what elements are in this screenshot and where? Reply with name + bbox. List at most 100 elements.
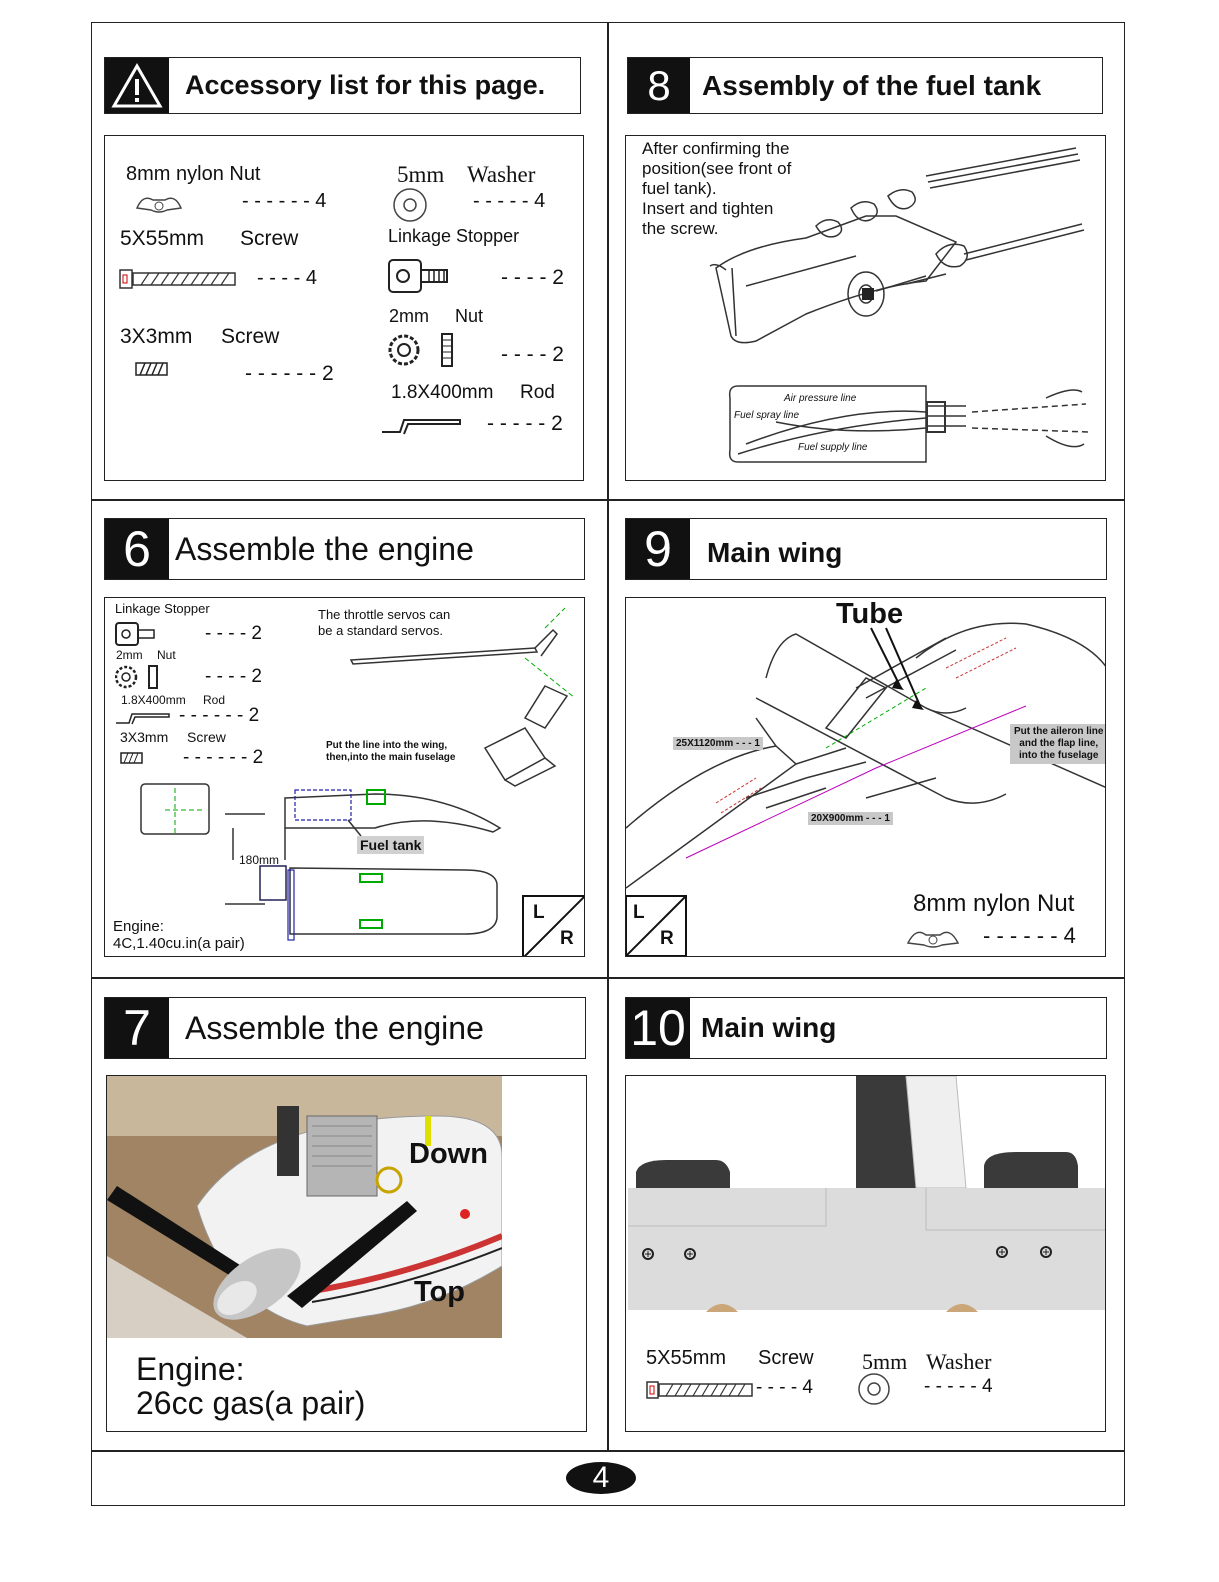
washer-size: 5mm	[397, 162, 445, 187]
tube2-label: 20X900mm - - - 1	[808, 812, 893, 825]
step9-title: Main wing	[707, 537, 843, 568]
screw-long-name: Screw	[240, 227, 299, 250]
step9-number: 9	[626, 519, 690, 579]
step10-screw-name: Screw	[758, 1347, 814, 1369]
washer-icon	[393, 188, 427, 222]
step10-number: 10	[626, 998, 690, 1058]
air-pressure-label: Air pressure line	[784, 393, 857, 404]
row-divider-2	[91, 977, 1125, 979]
step6-rod-icon	[116, 713, 170, 725]
step10-washer-icon	[858, 1373, 890, 1405]
step6-panel: Linkage Stopper - - - - 2 2mm Nut - - - …	[104, 597, 585, 957]
step6-screw-size: 3X3mm	[120, 729, 169, 745]
step6-engine: Engine: 4C,1.40cu.in(a pair)	[113, 918, 245, 952]
step6-rod-size: 1.8X400mm	[121, 693, 186, 707]
distance-label: 180mm	[239, 853, 280, 867]
step8-instructions: After confirming the position(see front …	[642, 139, 792, 238]
step6-nut-size: 2mm	[116, 648, 143, 662]
step6-rod-qty: - - - - - - 2	[179, 705, 260, 726]
step8-number: 8	[628, 58, 690, 113]
step8-panel: After confirming the position(see front …	[625, 135, 1106, 481]
rod-qty: - - - - - 2	[487, 412, 563, 435]
aileron-note: Put the aileron line and the flap line, …	[1010, 724, 1105, 764]
step7-header: 7 Assemble the engine	[104, 997, 586, 1059]
step7-title: Assemble the engine	[185, 1009, 484, 1046]
step7-number: 7	[105, 998, 169, 1058]
column-divider	[607, 22, 609, 1450]
step7-panel: Down Top Engine: 26cc gas(a pair)	[106, 1075, 587, 1432]
engine-diagram	[140, 607, 584, 956]
nut-icon	[388, 333, 453, 367]
step7-engine: Engine: 26cc gas(a pair)	[136, 1351, 366, 1421]
fuel-tank-label: Fuel tank	[357, 836, 425, 854]
washer-name: Washer	[467, 162, 536, 187]
long-screw-icon	[119, 269, 236, 289]
top-label: Top	[414, 1276, 465, 1308]
screw-long-qty: - - - - 4	[257, 267, 317, 289]
wing-mount-photo	[626, 1076, 1105, 1312]
step10-screw-icon	[646, 1381, 753, 1399]
step6-header: 6 Assemble the engine	[104, 518, 585, 580]
stopper-label: Linkage Stopper	[388, 226, 520, 246]
screw-short-qty: - - - - - - 2	[245, 362, 334, 385]
down-label: Down	[409, 1138, 488, 1170]
main-wing-diagram	[626, 622, 1105, 956]
screw-long-size: 5X55mm	[120, 227, 205, 250]
page-number: 4	[566, 1461, 636, 1494]
step9-header: 9 Main wing	[625, 518, 1107, 580]
step6-left-marker: L	[533, 902, 545, 923]
accessory-header: Accessory list for this page.	[104, 57, 581, 114]
step8-title: Assembly of the fuel tank	[702, 69, 1042, 101]
step6-screw-icon	[120, 752, 143, 764]
nylon-nut-label: 8mm nylon Nut	[126, 163, 261, 185]
step6-screw-qty: - - - - - - 2	[183, 747, 264, 768]
step10-header: 10 Main wing	[625, 997, 1107, 1059]
short-screw-icon	[135, 362, 168, 376]
step8-header: 8 Assembly of the fuel tank	[627, 57, 1103, 114]
fuel-tank-diagram	[709, 147, 1089, 463]
tube1-label: 25X1120mm - - - 1	[673, 737, 763, 750]
row-divider-3	[91, 1450, 1125, 1452]
nut-2mm-name: Nut	[455, 306, 484, 326]
screw-short-name: Screw	[221, 325, 280, 348]
step10-screw-size: 5X55mm	[646, 1347, 727, 1369]
rod-name: Rod	[520, 382, 555, 403]
rod-icon	[382, 419, 461, 435]
nut-2mm-qty: - - - - 2	[501, 343, 564, 366]
fuel-supply-label: Fuel supply line	[798, 442, 868, 453]
step6-screw-name: Screw	[187, 729, 226, 745]
nylon-nut-qty: - - - - - - 4	[242, 190, 327, 212]
step10-washer-size: 5mm	[862, 1349, 908, 1374]
step10-washer-name: Washer	[926, 1349, 992, 1374]
line-note: Put the line into the wing, then,into th…	[326, 740, 456, 763]
step10-title: Main wing	[701, 1012, 837, 1043]
accessory-title: Accessory list for this page.	[185, 70, 546, 100]
engine-photo	[107, 1076, 502, 1338]
screw-short-size: 3X3mm	[120, 325, 193, 348]
step6-stopper-icon	[115, 622, 155, 646]
stopper-qty: - - - - 2	[501, 266, 564, 289]
linkage-stopper-icon	[388, 259, 448, 293]
step9-left-marker: L	[633, 902, 645, 923]
step6-nut-qty: - - - - 2	[205, 666, 262, 687]
accessory-panel: 8mm nylon Nut - - - - - - 4 5mm Washer -…	[104, 135, 584, 481]
step9-wing-nut-icon	[906, 931, 960, 948]
wing-nut-icon	[135, 197, 183, 213]
step10-panel: 5X55mm Screw - - - - 4 5mm Washer - - - …	[625, 1075, 1106, 1432]
step6-number: 6	[105, 519, 169, 579]
step9-nut-qty: - - - - - - 4	[983, 923, 1076, 948]
servo-note: The throttle servos can be a standard se…	[318, 607, 451, 638]
step6-nut-name: Nut	[157, 648, 176, 662]
tube-label: Tube	[836, 598, 904, 630]
step9-nut-label: 8mm nylon Nut	[913, 890, 1075, 917]
fuel-spray-label: Fuel spray line	[734, 410, 800, 421]
step10-washer-qty: - - - - - 4	[924, 1376, 993, 1397]
step6-stopper-qty: - - - - 2	[205, 623, 262, 644]
step9-panel: Tube 25X1120mm - - - 1 20X900mm - - - 1 …	[625, 597, 1106, 957]
warning-icon	[105, 58, 169, 113]
step6-rod-name: Rod	[203, 693, 226, 707]
step9-right-marker: R	[660, 928, 674, 949]
step6-right-marker: R	[560, 928, 574, 949]
nut-2mm-size: 2mm	[389, 306, 429, 326]
row-divider-1	[91, 499, 1125, 501]
